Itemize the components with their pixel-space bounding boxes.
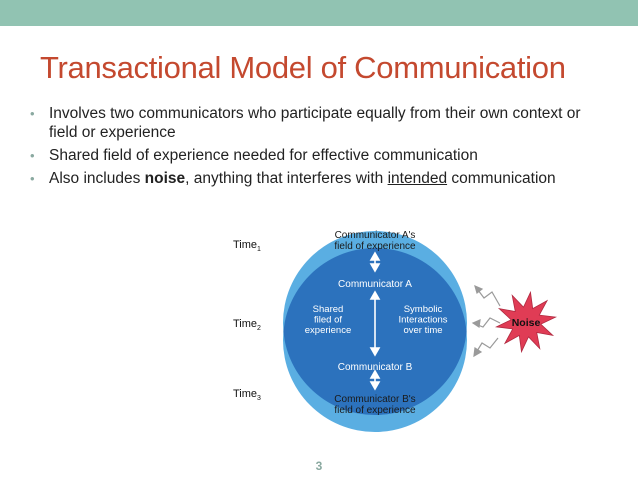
slide-title: Transactional Model of Communication <box>40 50 566 85</box>
noise-label: Noise <box>512 317 541 329</box>
communicator-b-field-label: Communicator B's <box>334 394 415 405</box>
bullet-text: communication <box>447 170 556 187</box>
bullet-text: Involves two communicators who participa… <box>49 105 581 141</box>
shared-field-label: Shared <box>313 304 344 315</box>
page-number: 3 <box>315 459 323 473</box>
bullet-text: noise <box>144 170 186 187</box>
bullet-item: • Involves two communicators who particip… <box>28 104 588 142</box>
communicator-b-label: Communicator B <box>338 362 413 373</box>
bullet-text: intended <box>387 170 448 187</box>
shared-field-label: experience <box>305 325 351 336</box>
bullet-text: Shared field of experience needed for ef… <box>49 147 478 164</box>
bullet-dot-icon: • <box>30 171 35 186</box>
communicator-a-field-label: field of experience <box>334 241 416 252</box>
symbolic-interactions-label: Interactions <box>398 315 447 326</box>
time-label: Time3 <box>233 388 261 402</box>
communicator-a-field-label: Communicator A's <box>335 230 416 241</box>
time-label: Time2 <box>233 318 261 332</box>
noise-jagged-arrows <box>471 284 501 358</box>
bullet-dot-icon: • <box>30 106 35 121</box>
bullet-item: • Also includes noise, anything that inte… <box>28 169 588 188</box>
shared-field-label: filed of <box>314 315 342 326</box>
bullet-list: • Involves two communicators who particip… <box>28 104 588 192</box>
bullet-item: • Shared field of experience needed for e… <box>28 146 588 165</box>
communicator-b-field-label: field of experience <box>334 405 416 416</box>
communicator-a-label: Communicator A <box>338 279 412 290</box>
symbolic-interactions-label: Symbolic <box>404 304 443 315</box>
time-label: Time1 <box>233 239 261 253</box>
top-accent-bar <box>0 0 638 26</box>
noise-starburst-icon <box>494 290 558 354</box>
bullet-dot-icon: • <box>30 148 35 163</box>
symbolic-interactions-label: over time <box>403 325 442 336</box>
vertical-arrows <box>369 251 381 391</box>
bullet-text: , anything that interferes with <box>185 170 388 187</box>
bullet-text: Also includes <box>49 170 145 187</box>
